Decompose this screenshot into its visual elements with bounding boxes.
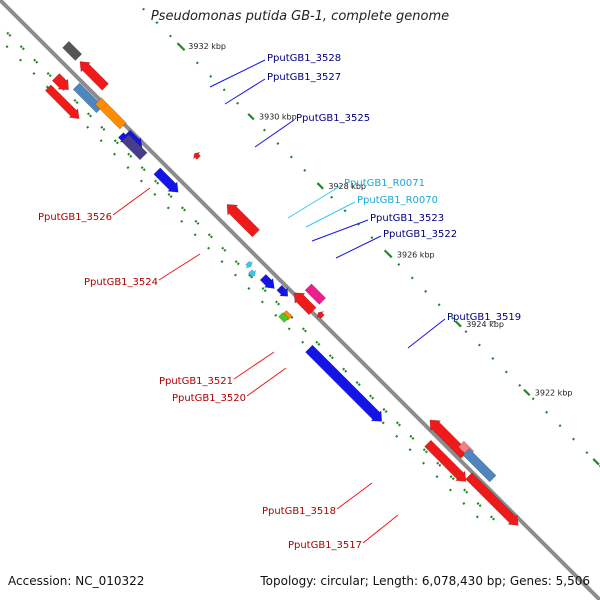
kbp-tick-mark [316,182,324,190]
label-leader-line [209,59,266,88]
gene-label-forward: PputGB1_3523 [370,213,444,224]
gene-label-forward: PputGB1_3527 [267,72,341,83]
gene-label-reverse: PputGB1_3517 [288,540,362,551]
gene-label-reverse: PputGB1_3521 [159,376,233,387]
kbp-tick-label: 3928 kbp [328,182,366,191]
gene-red [79,61,109,91]
label-leader-line [224,78,266,105]
gene-orange [94,97,127,130]
gene-blue [276,284,289,297]
gene-label-forward: PputGB1_3522 [383,229,457,240]
gene-red [316,311,325,320]
label-leader-line [254,119,295,148]
gene-darkslateblue [121,133,148,161]
gene-label-forward: PputGB1_3519 [447,312,521,323]
gene-red [51,73,69,91]
gene-red [424,439,467,482]
label-leader-line [311,219,369,242]
kbp-tick-mark [385,250,393,259]
kbp-tick-mark [247,113,255,121]
figure-title: Pseudomonas putida GB-1, complete genome [150,9,450,24]
gene-label-reverse: PputGB1_3520 [172,393,246,404]
label-leader-line [233,351,275,380]
gene-rna [248,269,257,278]
label-leader-line [287,184,343,219]
gene-red [226,204,260,238]
gene-red [192,151,201,160]
topology-text: Topology: circular; Length: 6,078,430 bp… [260,574,590,588]
gene-steelblue [462,448,497,483]
gene-label-reverse: PputGB1_3518 [262,506,336,517]
kbp-tick-mark [592,458,600,466]
gene-red [293,292,317,316]
kbp-tick-mark [176,42,184,50]
gene-label-forward: PputGB1_3525 [296,113,370,124]
gene-green [278,312,289,323]
accession-text: Accession: NC_010322 [8,574,145,588]
label-leader-line [407,318,446,349]
dotted-guide-outer-right [132,0,600,468]
kbp-tick-label: 3924 kbp [466,320,504,329]
kbp-tick-label: 3926 kbp [397,251,435,260]
label-leader-line [112,187,151,216]
gene-gray [62,40,83,61]
dotted-guide-inner-right [6,31,498,523]
kbp-tick-label: 3922 kbp [535,388,573,397]
kbp-tick-label: 3930 kbp [259,113,297,122]
gene-label-rna: PputGB1_R0070 [357,195,438,206]
gene-red [465,472,519,526]
kbp-tick-mark [523,388,531,397]
label-leader-line [158,253,201,281]
kbp-tick-mark [454,320,462,328]
kbp-tick-label: 3932 kbp [188,42,226,51]
label-leader-line [305,201,356,228]
gene-label-rna: PputGB1_R0071 [344,178,425,189]
gene-label-forward: PputGB1_3528 [267,53,341,64]
gene-rna [245,260,253,269]
label-leader-line [246,367,287,397]
gene-label-reverse: PputGB1_3524 [84,277,158,288]
gene-red [44,84,80,120]
gene-label-reverse: PputGB1_3526 [38,212,112,223]
label-leader-line [335,235,382,259]
gene-blue [153,167,179,193]
label-leader-line [362,514,399,544]
gene-blue [305,344,383,422]
gene-pink [304,283,327,305]
gene-blue [259,273,275,289]
label-leader-line [336,482,373,510]
